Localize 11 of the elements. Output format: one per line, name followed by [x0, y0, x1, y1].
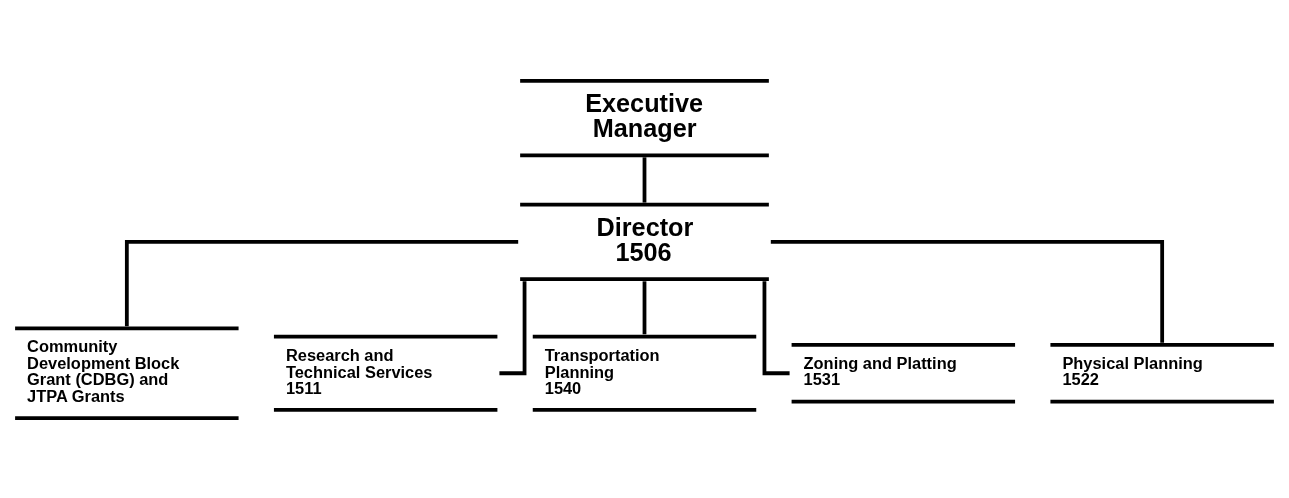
node-text: Physical Planning 1522 — [1062, 353, 1203, 388]
node-text: Community Development Block Grant (CDBG) and JTPA Grants — [27, 336, 180, 405]
connector — [642, 280, 647, 334]
connector — [770, 239, 1165, 343]
node-text: Director 1506 — [596, 212, 694, 266]
node-text: Executive Manager — [585, 88, 704, 142]
node-text: Research and Technical Services 1511 — [285, 345, 433, 397]
node-text: Zoning and Platting 1531 — [803, 353, 957, 388]
connector — [642, 156, 647, 203]
connector — [124, 239, 519, 326]
node-text: Transportation Planning 1540 — [544, 345, 660, 397]
